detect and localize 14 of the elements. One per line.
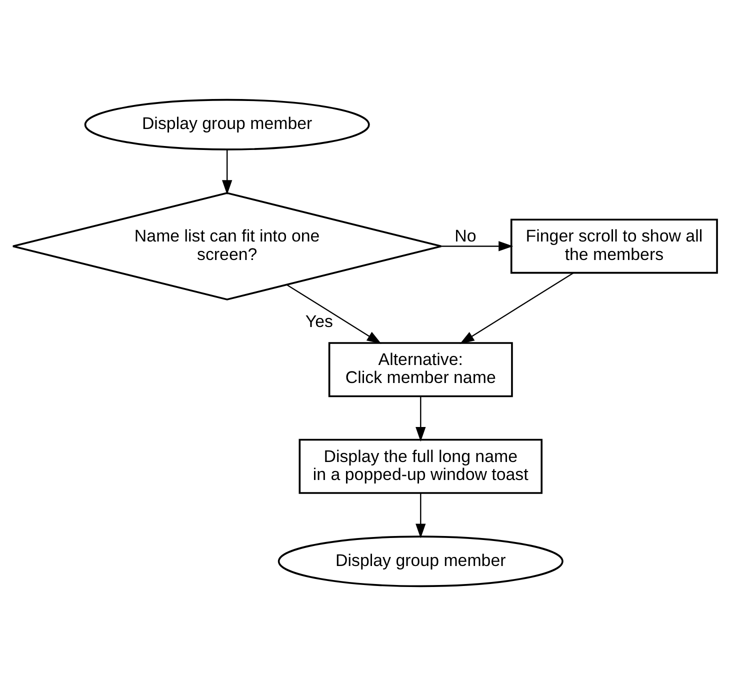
arrow xyxy=(416,396,426,442)
arrow xyxy=(416,493,426,538)
node-box: Alternative: Click member name xyxy=(328,342,513,398)
arrow xyxy=(222,150,232,195)
node-diamond: Name list can fit into one screen? xyxy=(12,192,442,300)
node-box: Display the full long name in a popped-up window toast xyxy=(298,438,543,494)
node-ellipse: Display group member xyxy=(278,536,564,588)
arrow xyxy=(460,272,574,344)
node-ellipse: Display group member xyxy=(84,98,370,150)
arrow xyxy=(286,284,382,344)
edge-label: No xyxy=(454,226,476,246)
node-box: Finger scroll to show all the members xyxy=(510,218,718,274)
arrow xyxy=(441,241,514,252)
edge-label: Yes xyxy=(305,312,333,332)
